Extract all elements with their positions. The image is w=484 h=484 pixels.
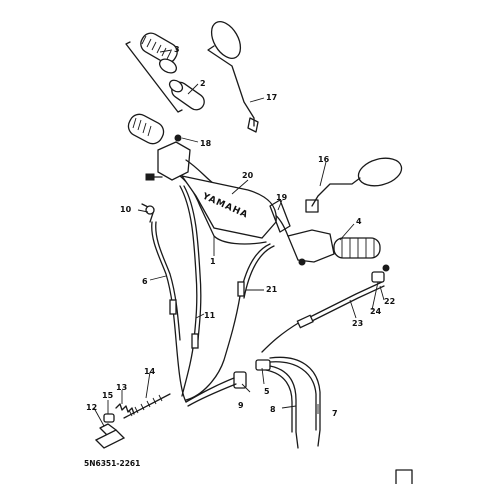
right-throttle-grip-part-4 [287,229,381,266]
mirror-left-part-17 [207,21,259,133]
lower-cable-run [185,377,237,407]
callout-18: 18 [200,139,212,148]
bolt-part-22 [382,264,390,272]
callout-11: 11 [204,311,216,320]
spring-part-14 [123,393,171,419]
callout-20: 20 [242,171,254,180]
callout-8: 8 [270,405,276,414]
callout-3: 3 [174,45,180,54]
junction-part-9 [233,371,247,389]
callout-2: 2 [200,79,206,88]
callout-leaders [93,49,385,427]
cable-part-23 [261,281,385,353]
spring-part-13 [115,403,135,415]
corner-frame-mark [395,469,413,484]
callout-10: 10 [120,205,132,214]
lever-part-10 [141,203,155,223]
callout-19: 19 [276,193,288,202]
callout-21: 21 [266,285,278,294]
grip-part-3 [140,32,178,74]
callout-9: 9 [238,401,244,410]
bolt-part-18 [174,134,182,142]
callout-16: 16 [318,155,330,164]
cable-part-8 [265,365,299,449]
grip-assembly-bracket [125,41,183,113]
left-switch-housing [145,141,191,181]
callout-14: 14 [144,367,156,376]
clutch-cable-part-6 [151,221,187,403]
callout-12: 12 [86,403,97,412]
clamp-band-part-19 [269,199,291,233]
callout-1: 1 [210,257,216,266]
callout-23: 23 [352,319,363,328]
cable-part-7 [269,356,321,447]
cap-part-15 [103,413,115,423]
mirror-right-part-16 [305,157,403,213]
callout-6: 6 [142,277,148,286]
callout-15: 15 [102,391,114,400]
handlebar-part-1: YAMAHA [179,159,289,245]
throttle-cable-part-11 [179,185,202,397]
callout-22: 22 [384,297,395,306]
callout-24: 24 [370,307,382,316]
left-grip [127,113,165,145]
callout-labels: 1 2 3 4 5 6 7 8 9 10 11 12 13 14 15 16 1… [86,45,395,418]
adjuster-part-24 [371,271,385,283]
cable-part-21 [185,243,275,401]
clip-part-12 [94,423,126,449]
callout-4: 4 [356,217,362,226]
drawing-code: 5N6351-2261 [84,459,140,468]
callout-7: 7 [332,409,338,418]
junction-part-5 [255,359,271,371]
callout-17: 17 [266,93,277,102]
callout-13: 13 [116,383,127,392]
callout-5: 5 [264,387,270,396]
